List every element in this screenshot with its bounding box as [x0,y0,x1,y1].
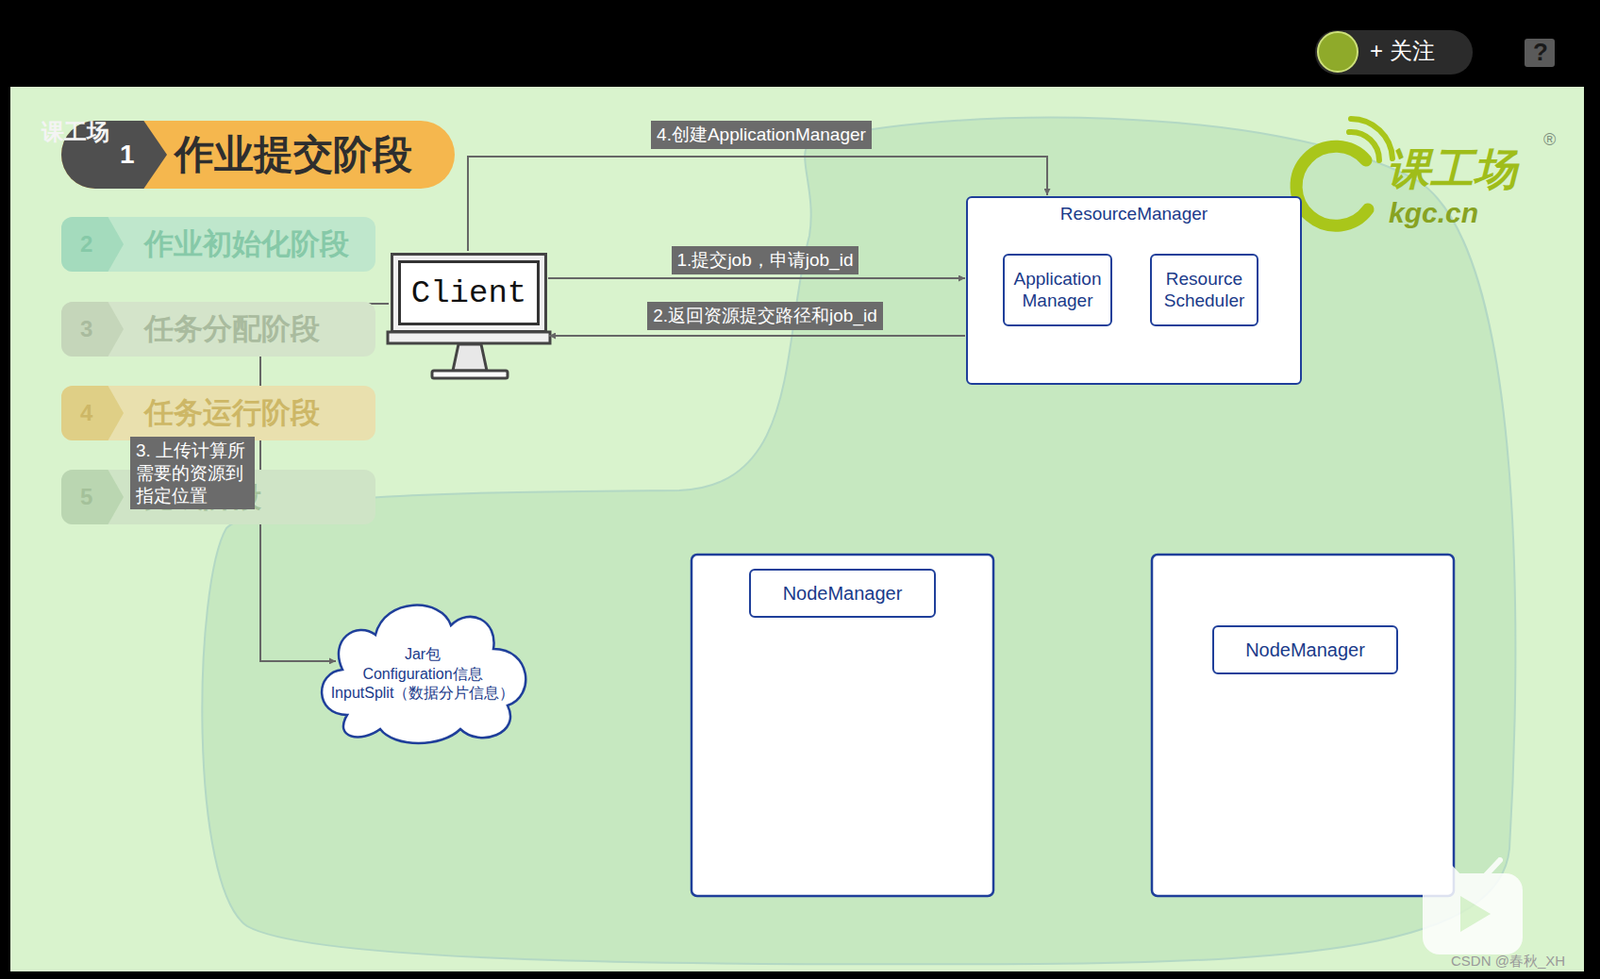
cloud-text-2: InputSplit（数据分片信息） [331,683,516,704]
node-host-box [691,554,994,897]
menu-text-0: 4 [80,385,93,441]
menu-text-1: 任务分配阶段 [144,301,320,357]
top-bar [0,0,1600,87]
node-host-box [1151,554,1454,897]
box-node: NodeManager [1212,625,1399,675]
watermark: CSDN @春秋_XH [1450,952,1566,970]
menu-text-0: 5 [80,469,93,525]
follow-avatar [1317,32,1358,72]
box-text-0: Application Manager [1010,268,1105,313]
monitor-base [432,370,508,379]
menu-text-0: 3 [80,301,93,357]
box-text-0: NodeManager [783,582,903,605]
watermark: 课工场 [41,118,110,147]
menu-node: 4 任务运行阶段 [61,385,376,441]
logo-domain: kgc.cn [1388,196,1479,231]
step-label: 3. 上传计算所需要的资源到指定位置 [130,436,255,510]
help-icon [1524,38,1555,67]
monitor-chin [387,332,550,344]
box-node: NodeManager [749,568,936,618]
help-mark: ? [1533,37,1549,67]
logo-text: 课工场 [1386,143,1517,196]
step-label: 2.返回资源提交路径和job_id [647,301,884,331]
menu-text-1: 作业初始化阶段 [144,216,350,272]
box-node: Resource Scheduler [1150,253,1259,327]
menu-node: 3 任务分配阶段 [61,301,376,357]
badge-text-0: 1 [119,139,135,170]
follow-text: + 关注 [1369,37,1435,66]
cloud-node: Jar包Configuration信息InputSplit（数据分片信息） [309,592,536,746]
cloud-text-0: Jar包 [404,645,441,666]
cluster-region [201,117,1516,966]
flow-arrow [467,156,1048,251]
stage-title: 作业提交阶段 [174,132,413,178]
slide-panel [10,86,1584,972]
menu-text-0: 2 [80,216,93,272]
step-label: 4.创建ApplicationManager [650,120,872,150]
logo-wave [1350,118,1393,159]
monitor-neck [452,344,487,371]
rm-node: Application Manager Resource Scheduler Res… [966,196,1302,385]
logo-arc [1296,146,1368,226]
logo-wave [1349,132,1380,161]
menu-node: 2 作业初始化阶段 [61,216,376,272]
step-label: 1.提交job，申请job_id [671,246,860,275]
play-icon [1422,860,1523,955]
follow-button [1315,30,1473,75]
client-node: Client [398,260,540,326]
box-text-0: Resource Scheduler [1157,268,1251,313]
box-text-0: NodeManager [1245,638,1366,662]
flow-arrow [548,277,966,280]
client-text-0: Client [411,275,527,312]
cloud-outline [321,605,526,744]
registered-mark: ® [1543,130,1556,151]
cloud-text-1: Configuration信息 [362,665,483,685]
rm-text-0: ResourceManager [967,203,1300,225]
box-node: Application Manager [1002,253,1113,327]
menu-text-1: 任务运行阶段 [144,385,320,441]
flow-arrow [549,334,966,337]
